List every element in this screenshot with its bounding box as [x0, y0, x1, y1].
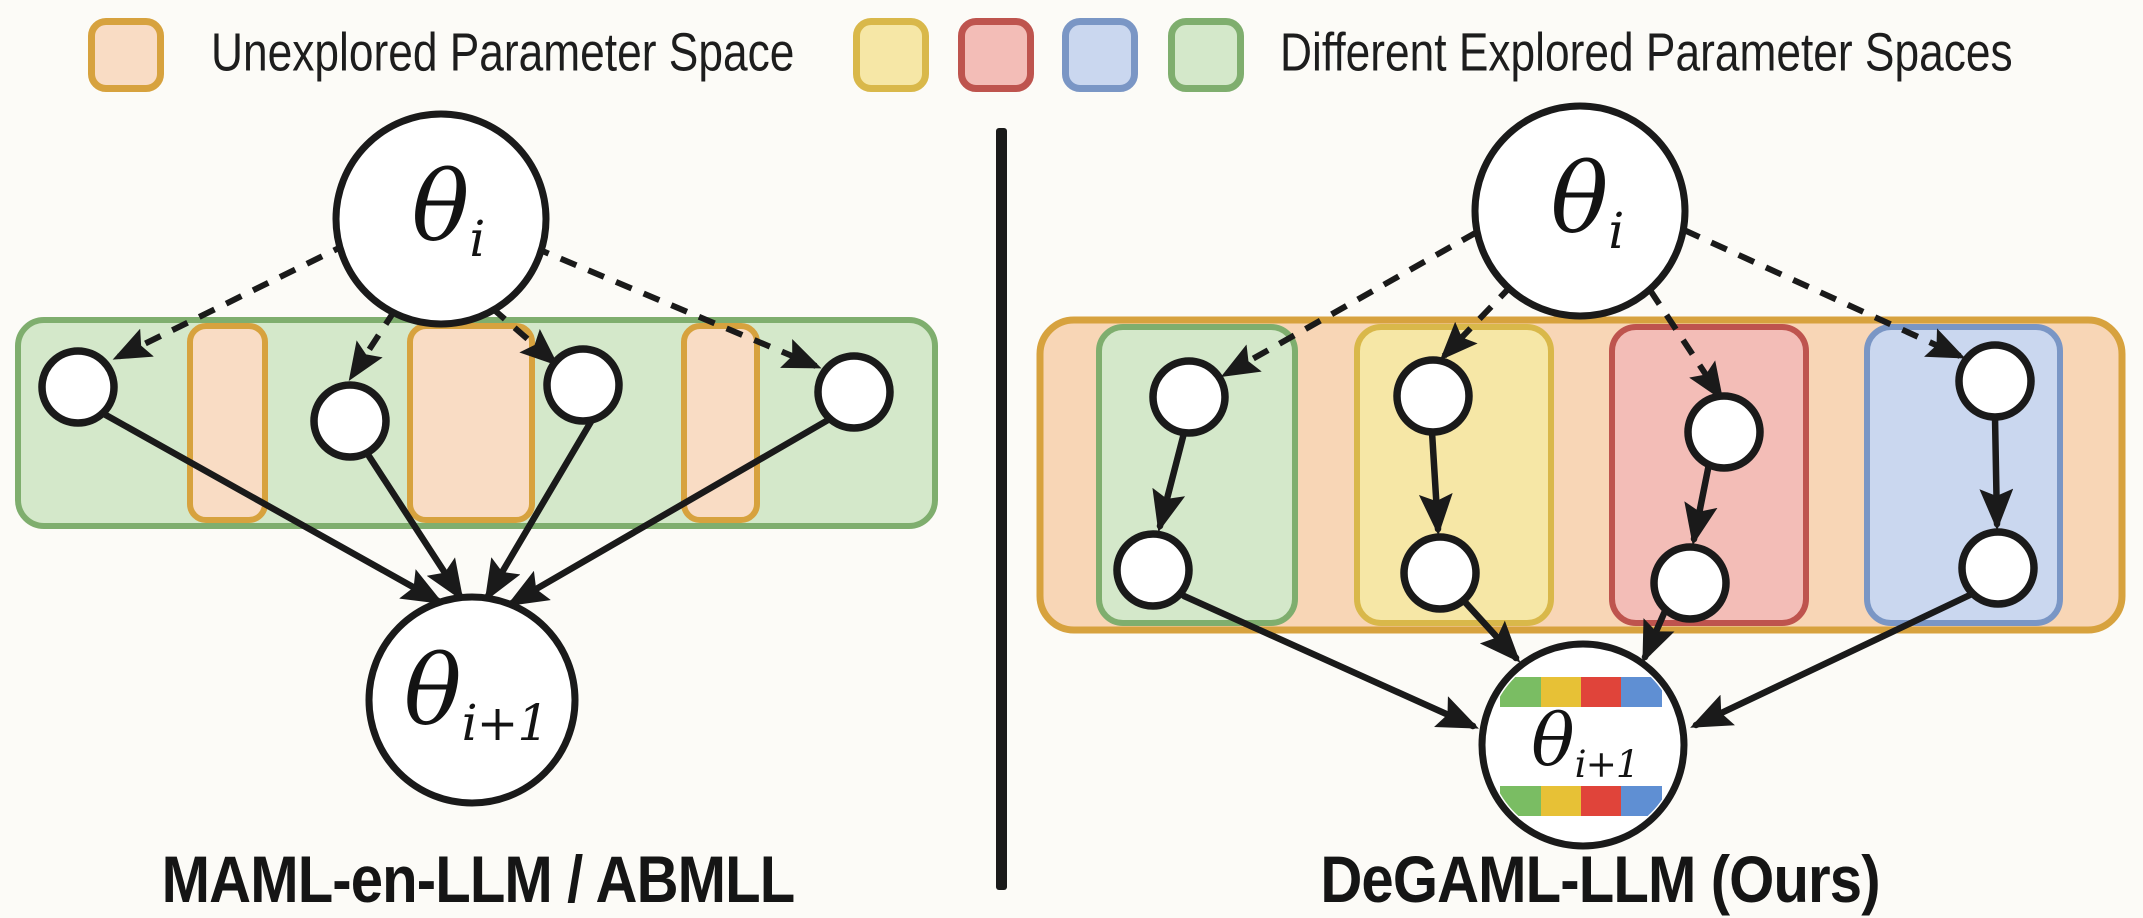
right-aggregate-arrow-green: [1180, 592, 1479, 730]
left-dashed-arrow-4: [531, 244, 822, 369]
legend-swatch-explored-yellow: [853, 18, 929, 92]
left-update-arrow-3: [484, 416, 596, 602]
left-unexplored-stripe-2: [407, 323, 535, 523]
theta-symbol: θ: [403, 634, 462, 747]
panel-divider: [996, 128, 1007, 890]
right-node-red-top: [1684, 392, 1764, 472]
stripe-top-blue: [1621, 677, 1662, 707]
right-explore-arrow-green: [1152, 429, 1188, 533]
theta-subscript: i: [469, 209, 485, 268]
left-sample-node-3: [543, 345, 623, 425]
right-dashed-arrow-yellow: [1439, 282, 1515, 361]
right-explore-arrow-yellow: [1418, 428, 1453, 536]
left-dashed-arrow-1: [112, 240, 351, 360]
right-explore-arrow-blue: [1979, 413, 2014, 531]
theta-symbol: θ: [411, 150, 470, 263]
right-node-blue-bottom: [1958, 528, 2038, 608]
left-unexplored-stripe-1: [187, 323, 268, 523]
right-unexplored-parameter-space-band: [1036, 316, 2126, 634]
right-theta-i1-circle: [1478, 640, 1688, 850]
theta-subscript: i: [1608, 201, 1624, 260]
left-update-arrow-2: [361, 446, 464, 602]
stripe-top-yellow: [1541, 677, 1581, 707]
legend-swatch-explored-green: [1168, 18, 1244, 92]
left-unexplored-stripe-3: [681, 323, 760, 523]
left-theta-i1-circle: [365, 593, 579, 807]
left-dashed-arrow-2: [348, 308, 398, 382]
right-theta-i-label: θi: [1551, 151, 1625, 260]
theta-subscript: i+1: [1574, 742, 1640, 787]
theta-subscript: i+1: [461, 693, 550, 752]
legend-label-unexplored: Unexplored Parameter Space: [211, 22, 795, 83]
legend-swatch-explored-red: [958, 18, 1034, 92]
legend-swatch-explored-blue: [1062, 18, 1138, 92]
right-aggregate-arrow-red: [1641, 607, 1675, 663]
right-aggregate-arrow-yellow: [1460, 597, 1521, 663]
right-node-green-bottom: [1113, 530, 1193, 610]
right-node-red-bottom: [1650, 543, 1730, 623]
right-explore-arrow-red: [1684, 460, 1718, 546]
right-node-yellow-top: [1393, 356, 1473, 436]
left-sample-node-2: [310, 381, 390, 461]
left-theta-i-circle: [332, 110, 550, 328]
right-theta-i1-stripes: [1500, 677, 1662, 816]
right-node-green-top: [1149, 357, 1229, 437]
left-theta-i-label: θi: [412, 159, 486, 268]
right-panel-caption: DeGAML-LLM (Ours): [1320, 842, 1880, 916]
stripe-top-red: [1581, 677, 1621, 707]
right-dashed-arrow-red: [1647, 288, 1724, 402]
left-theta-i1-label: θi+1: [404, 643, 550, 752]
theta-symbol: θ: [1550, 142, 1609, 255]
right-theta-i-circle: [1471, 102, 1689, 320]
left-panel-caption: MAML-en-LLM / ABMLL: [161, 842, 796, 916]
stripe-bottom-red: [1581, 786, 1621, 816]
left-dashed-arrow-3: [490, 305, 559, 366]
right-node-blue-top: [1955, 341, 2035, 421]
left-update-arrow-4: [506, 416, 832, 607]
left-sample-node-1: [38, 347, 118, 427]
stripe-bottom-yellow: [1541, 786, 1581, 816]
right-node-yellow-bottom: [1400, 533, 1480, 613]
right-aggregate-arrow-blue: [1690, 590, 1976, 729]
right-dashed-arrow-green: [1220, 229, 1479, 377]
left-sample-node-4: [814, 352, 894, 432]
legend-label-explored: Different Explored Parameter Spaces: [1280, 22, 2013, 83]
right-dashed-arrow-blue: [1682, 227, 1966, 359]
left-update-arrow-1: [100, 410, 444, 605]
legend-swatch-unexplored-orange: [88, 18, 164, 92]
theta-symbol: θ: [1531, 698, 1575, 783]
right-theta-i1-label: θi+1: [1531, 704, 1640, 787]
